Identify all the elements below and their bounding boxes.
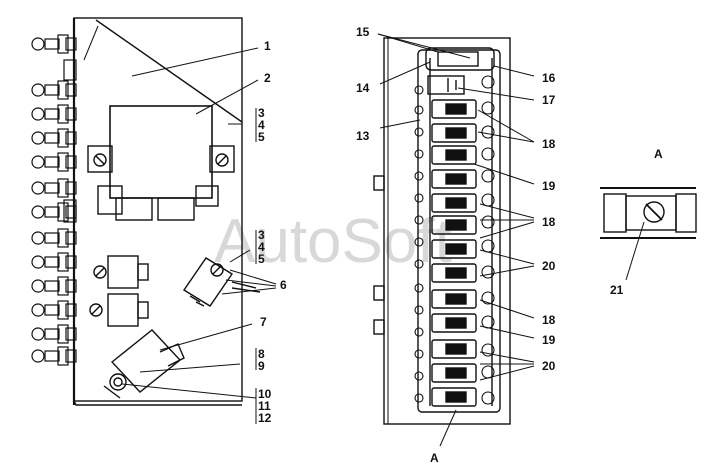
small-relay-upper [93,255,149,289]
terminal-stud [31,80,77,100]
fuse [431,313,477,333]
callout-6: 6 [280,278,287,292]
callout-1: 1 [264,39,271,53]
callout-9: 9 [258,359,265,373]
fuses [431,99,477,407]
watermark: AutoSoft [214,207,452,276]
callout-20a: 20 [542,259,556,273]
fuse [431,339,477,359]
fuse [431,99,477,119]
fuse [431,263,477,283]
callout-12: 12 [258,411,272,425]
callout-11: 11 [258,399,271,413]
terminal-stud [31,178,77,198]
callout-16: 16 [542,71,556,85]
left-leaders [121,47,277,424]
left-unit [31,17,277,424]
fuse [431,169,477,189]
callout-21: 21 [610,283,624,297]
view-arrow-label: A [430,451,439,465]
callout-19a: 19 [542,179,556,193]
terminal-stud [31,346,77,366]
callout-13: 13 [356,129,370,143]
fuse [431,193,477,213]
center-leaders [377,33,535,447]
callout-19b: 19 [542,333,556,347]
screw-icon [643,201,665,223]
callout-20b: 20 [542,359,556,373]
callout-18b: 18 [542,215,556,229]
fuse [431,239,477,259]
fuse-block-base [383,37,511,425]
connector-6 [183,257,261,307]
relay-7 [103,329,185,399]
callout-3b: 3 [258,228,265,242]
callout-17: 17 [542,93,556,107]
terminal-stud [31,276,77,296]
callout-3: 3 [258,106,265,120]
callout-7: 7 [260,315,267,329]
callout-10: 10 [258,387,272,401]
left-callouts: 1 2 3 4 5 3 4 5 6 7 8 9 10 11 12 [258,39,287,425]
center-callouts: 15 14 13 16 17 18 19 18 20 18 19 20 A [356,25,556,465]
fuse-block [373,33,535,447]
callout-18c: 18 [542,313,556,327]
detail-title: A [654,147,663,161]
terminal-stud [31,104,77,124]
terminal-stud [31,202,77,222]
fuse [431,123,477,143]
terminal-stud [31,128,77,148]
callout-4b: 4 [258,240,265,254]
detail-view-a: A 21 [600,147,697,297]
fuse-frame [417,49,501,413]
relay-block [87,105,235,221]
terminal-stud [31,252,77,272]
small-relay-lower [89,293,149,327]
terminal-stud [31,324,77,344]
terminal-stud [31,34,77,54]
fuse [431,363,477,383]
terminal-stud [31,152,77,172]
fuse [431,215,477,235]
fuse [431,145,477,165]
callout-5: 5 [258,130,265,144]
callout-2: 2 [264,71,271,85]
fuse [431,289,477,309]
callout-14: 14 [356,81,370,95]
callout-18a: 18 [542,137,556,151]
callout-4: 4 [258,118,265,132]
callout-15: 15 [356,25,370,39]
fuse [431,387,477,407]
callout-5b: 5 [258,252,265,266]
terminal-stud [31,228,77,248]
fuse-screws-left [414,85,424,403]
terminal-stud [31,300,77,320]
callout-8: 8 [258,347,265,361]
terminal-studs [31,34,77,366]
